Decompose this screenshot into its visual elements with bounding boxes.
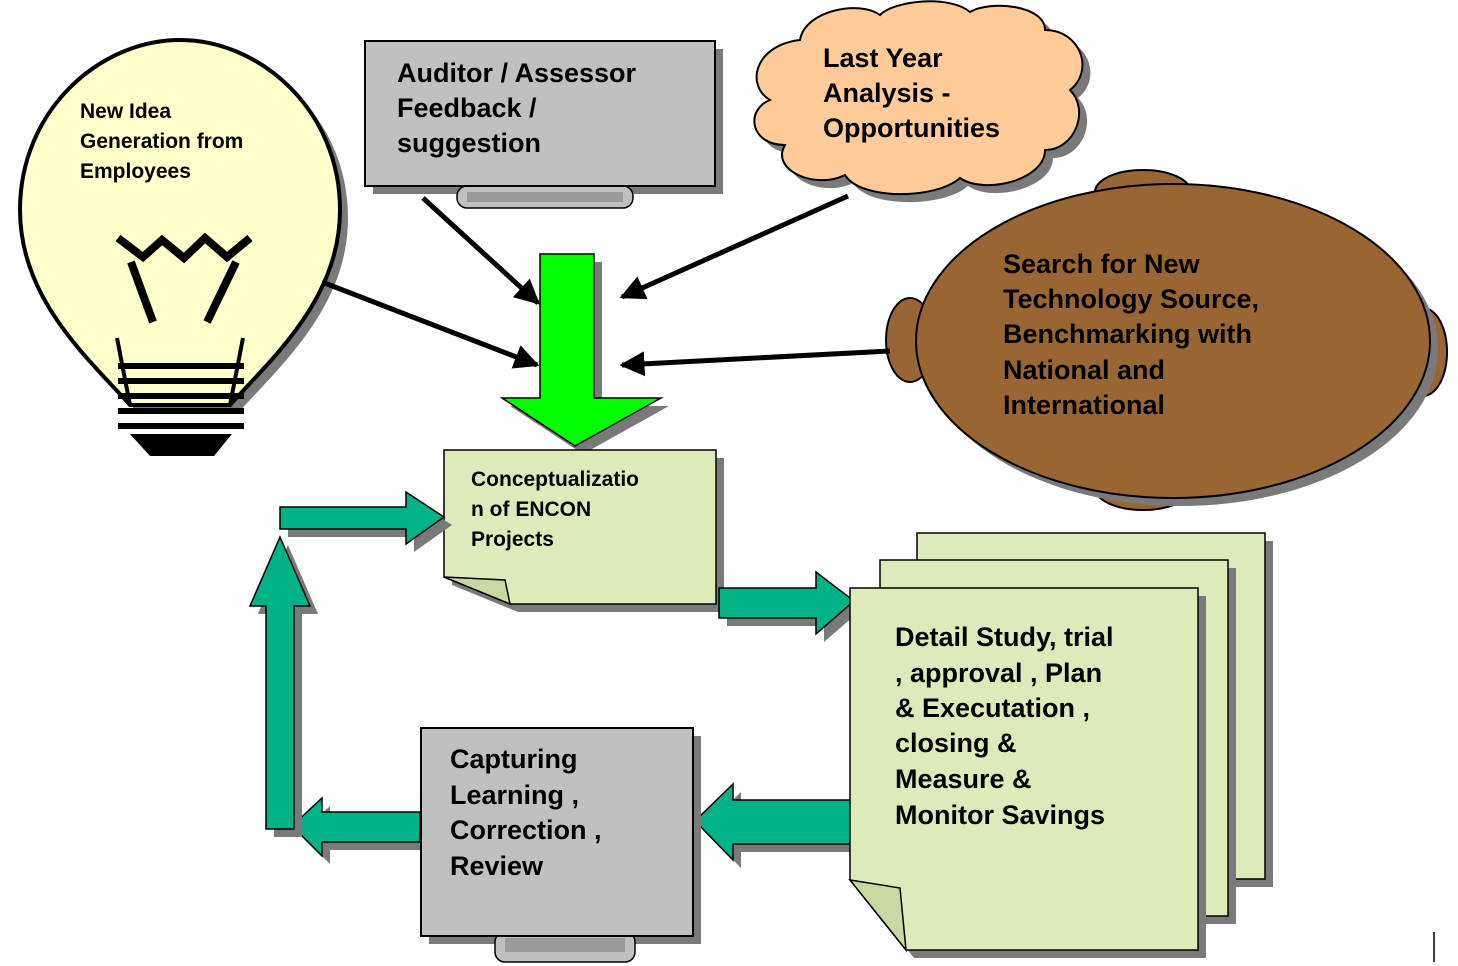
arrow-loop-up	[248, 535, 312, 830]
bulb-filament-right	[203, 260, 240, 324]
green-converge-arrow	[499, 253, 669, 454]
capture-label: Capturing Learning , Correction , Review	[450, 744, 609, 881]
detail-study-node: Detail Study, trial , approval , Plan & …	[848, 532, 1273, 958]
arrow-auditor-to-center	[421, 196, 540, 305]
ellipse-shape	[915, 183, 1431, 499]
concept-label: Conceptualizatio n of ENCON Projects	[471, 468, 645, 551]
arrow-lastyear-to-center	[619, 193, 850, 300]
auditor-feedback-node: Auditor / Assessor Feedback / suggestion	[364, 40, 723, 209]
last-year-label: Last Year Analysis - Opportunities	[823, 43, 1000, 143]
arrow-idea-to-center	[321, 279, 540, 369]
bulb-filament	[115, 232, 253, 264]
bulb-glass	[17, 37, 343, 407]
last-year-analysis-node: Last Year Analysis - Opportunities	[753, 0, 1091, 203]
detail-label: Detail Study, trial , approval , Plan & …	[895, 622, 1121, 830]
detail-page-front	[849, 587, 1199, 951]
search-technology-node: Search for New Technology Source, Benchm…	[885, 169, 1448, 511]
auditor-box-tab-inner	[467, 192, 623, 202]
arrow-capture-to-loop	[290, 796, 421, 858]
arrow-detail-to-capture	[693, 782, 851, 862]
idea-label: New Idea Generation from Employees	[80, 100, 249, 183]
cloud-shape	[753, 0, 1084, 196]
arrow-loop-to-concept	[279, 490, 446, 546]
auditor-box	[364, 40, 716, 187]
concept-note	[443, 449, 717, 605]
bulb-base	[118, 363, 244, 429]
bulb-tip	[130, 434, 232, 456]
conceptualization-node: Conceptualizatio n of ENCON Projects	[443, 449, 724, 612]
arrow-concept-to-detail	[718, 570, 856, 636]
search-label: Search for New Technology Source, Benchm…	[1003, 249, 1267, 420]
arrow-search-to-center	[619, 348, 891, 377]
cycle-arrows	[248, 490, 862, 868]
capture-box	[420, 727, 694, 937]
capture-box-tab-inner	[505, 938, 625, 952]
bulb-filament-left	[127, 260, 157, 324]
capturing-learning-node: Capturing Learning , Correction , Review	[420, 727, 701, 963]
green-arrow	[499, 253, 664, 447]
auditor-label: Auditor / Assessor Feedback / suggestion	[397, 58, 644, 158]
idea-bulb-node: New Idea Generation from Employees	[17, 37, 348, 456]
concept-note-fold	[443, 576, 512, 606]
detail-page-fold	[848, 878, 907, 953]
input-connectors	[321, 193, 891, 377]
